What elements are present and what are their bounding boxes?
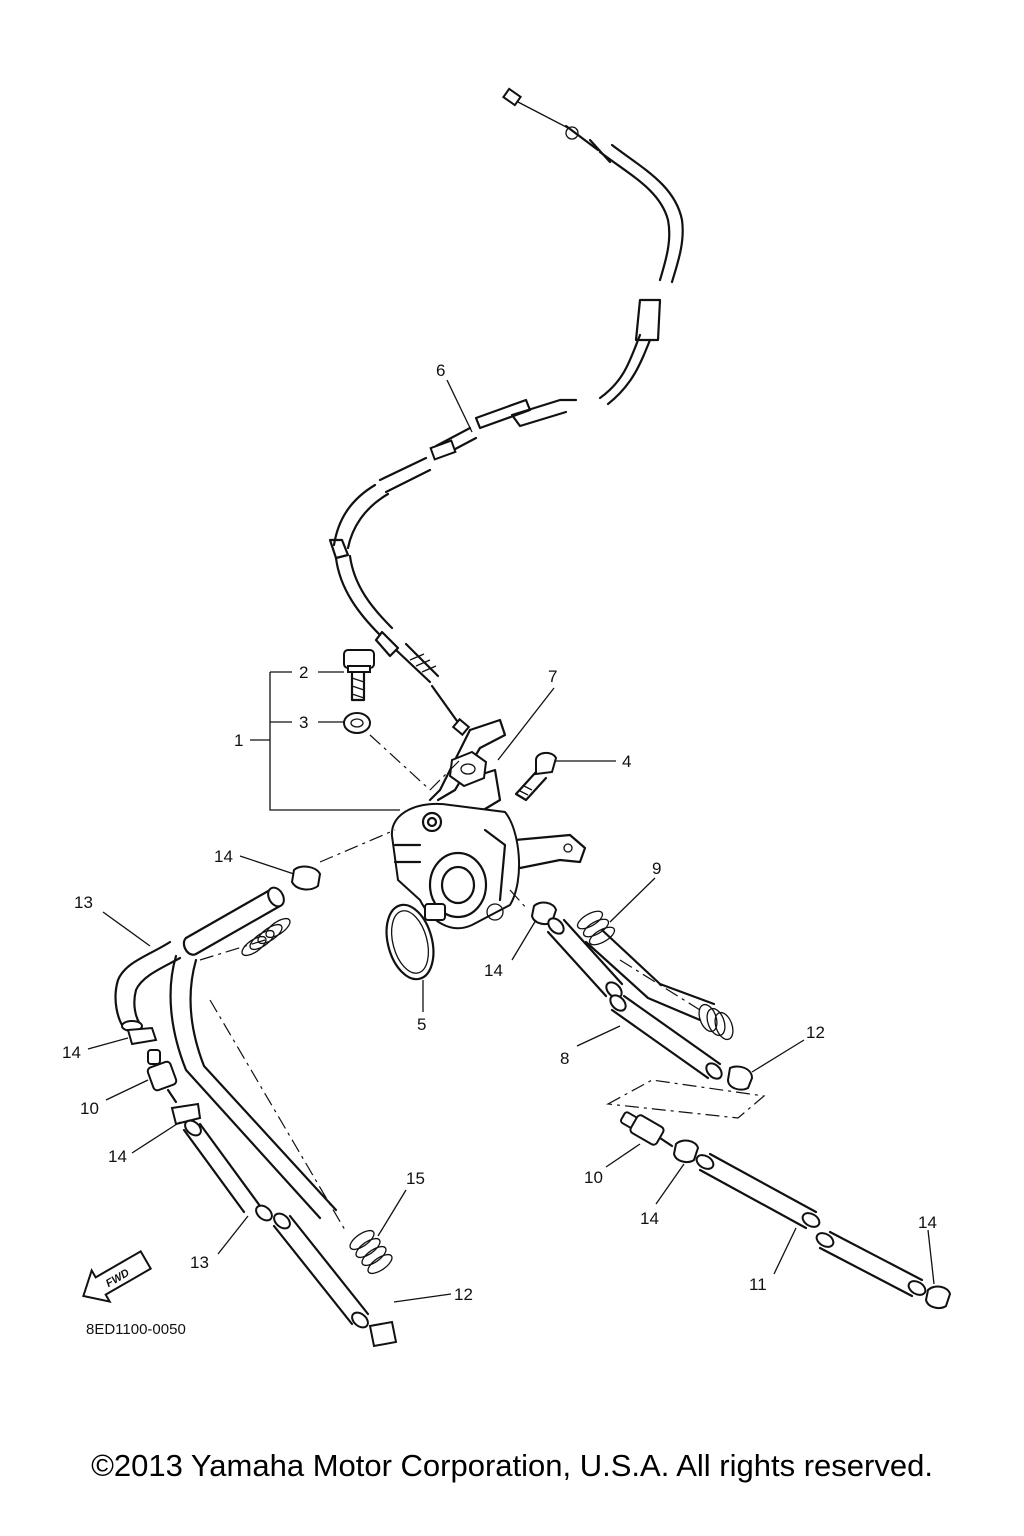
hose-spring-bottom <box>349 1229 393 1275</box>
callout-2: 2 <box>299 663 308 682</box>
callout-12-right: 12 <box>806 1023 825 1042</box>
callout-1: 1 <box>234 731 243 750</box>
forward-arrow: FWD <box>82 1249 153 1304</box>
callout-14-left-a: 14 <box>62 1043 81 1062</box>
callout-10-right: 10 <box>584 1168 603 1187</box>
drawing-code: 8ED1100-0050 <box>86 1321 186 1338</box>
copyright-notice: ©2013 Yamaha Motor Corporation, U.S.A. A… <box>91 1448 933 1483</box>
callout-14-right-b: 14 <box>918 1213 937 1232</box>
callout-14-left-b: 14 <box>108 1147 127 1166</box>
throttle-cable <box>328 87 684 737</box>
callout-15: 15 <box>406 1169 425 1188</box>
callout-4: 4 <box>622 752 631 771</box>
right-hoses <box>530 901 952 1309</box>
callout-10-left: 10 <box>80 1099 99 1118</box>
hose-9-spring-top <box>576 910 616 946</box>
callout-8: 8 <box>560 1049 569 1068</box>
callout-7: 7 <box>548 667 557 686</box>
callout-numbers: 1 2 3 4 5 6 7 8 9 10 10 11 12 12 13 13 1… <box>62 361 937 1304</box>
callout-14-mid: 14 <box>484 961 503 980</box>
o-ring <box>385 903 435 981</box>
callout-11: 11 <box>749 1275 767 1294</box>
callout-9: 9 <box>652 859 661 878</box>
leader-lines <box>87 379 935 1303</box>
callout-12-bottom: 12 <box>454 1285 473 1304</box>
callout-14-top: 14 <box>214 847 233 866</box>
throttle-body-assembly <box>319 718 587 930</box>
callout-5: 5 <box>417 1015 426 1034</box>
callout-14-right-a: 14 <box>640 1209 659 1228</box>
callout-6: 6 <box>436 361 445 380</box>
callout-13-top: 13 <box>74 893 93 912</box>
left-hoses <box>114 865 398 1348</box>
callout-3: 3 <box>299 713 308 732</box>
parts-diagram: 1 2 3 4 5 6 7 8 9 10 10 11 12 12 13 13 1… <box>62 87 952 1348</box>
hose-spring-top <box>241 917 291 957</box>
hose-9-spring-bottom <box>698 1003 734 1041</box>
bolt-and-washer <box>343 649 431 791</box>
callout-13-bottom: 13 <box>190 1253 209 1272</box>
